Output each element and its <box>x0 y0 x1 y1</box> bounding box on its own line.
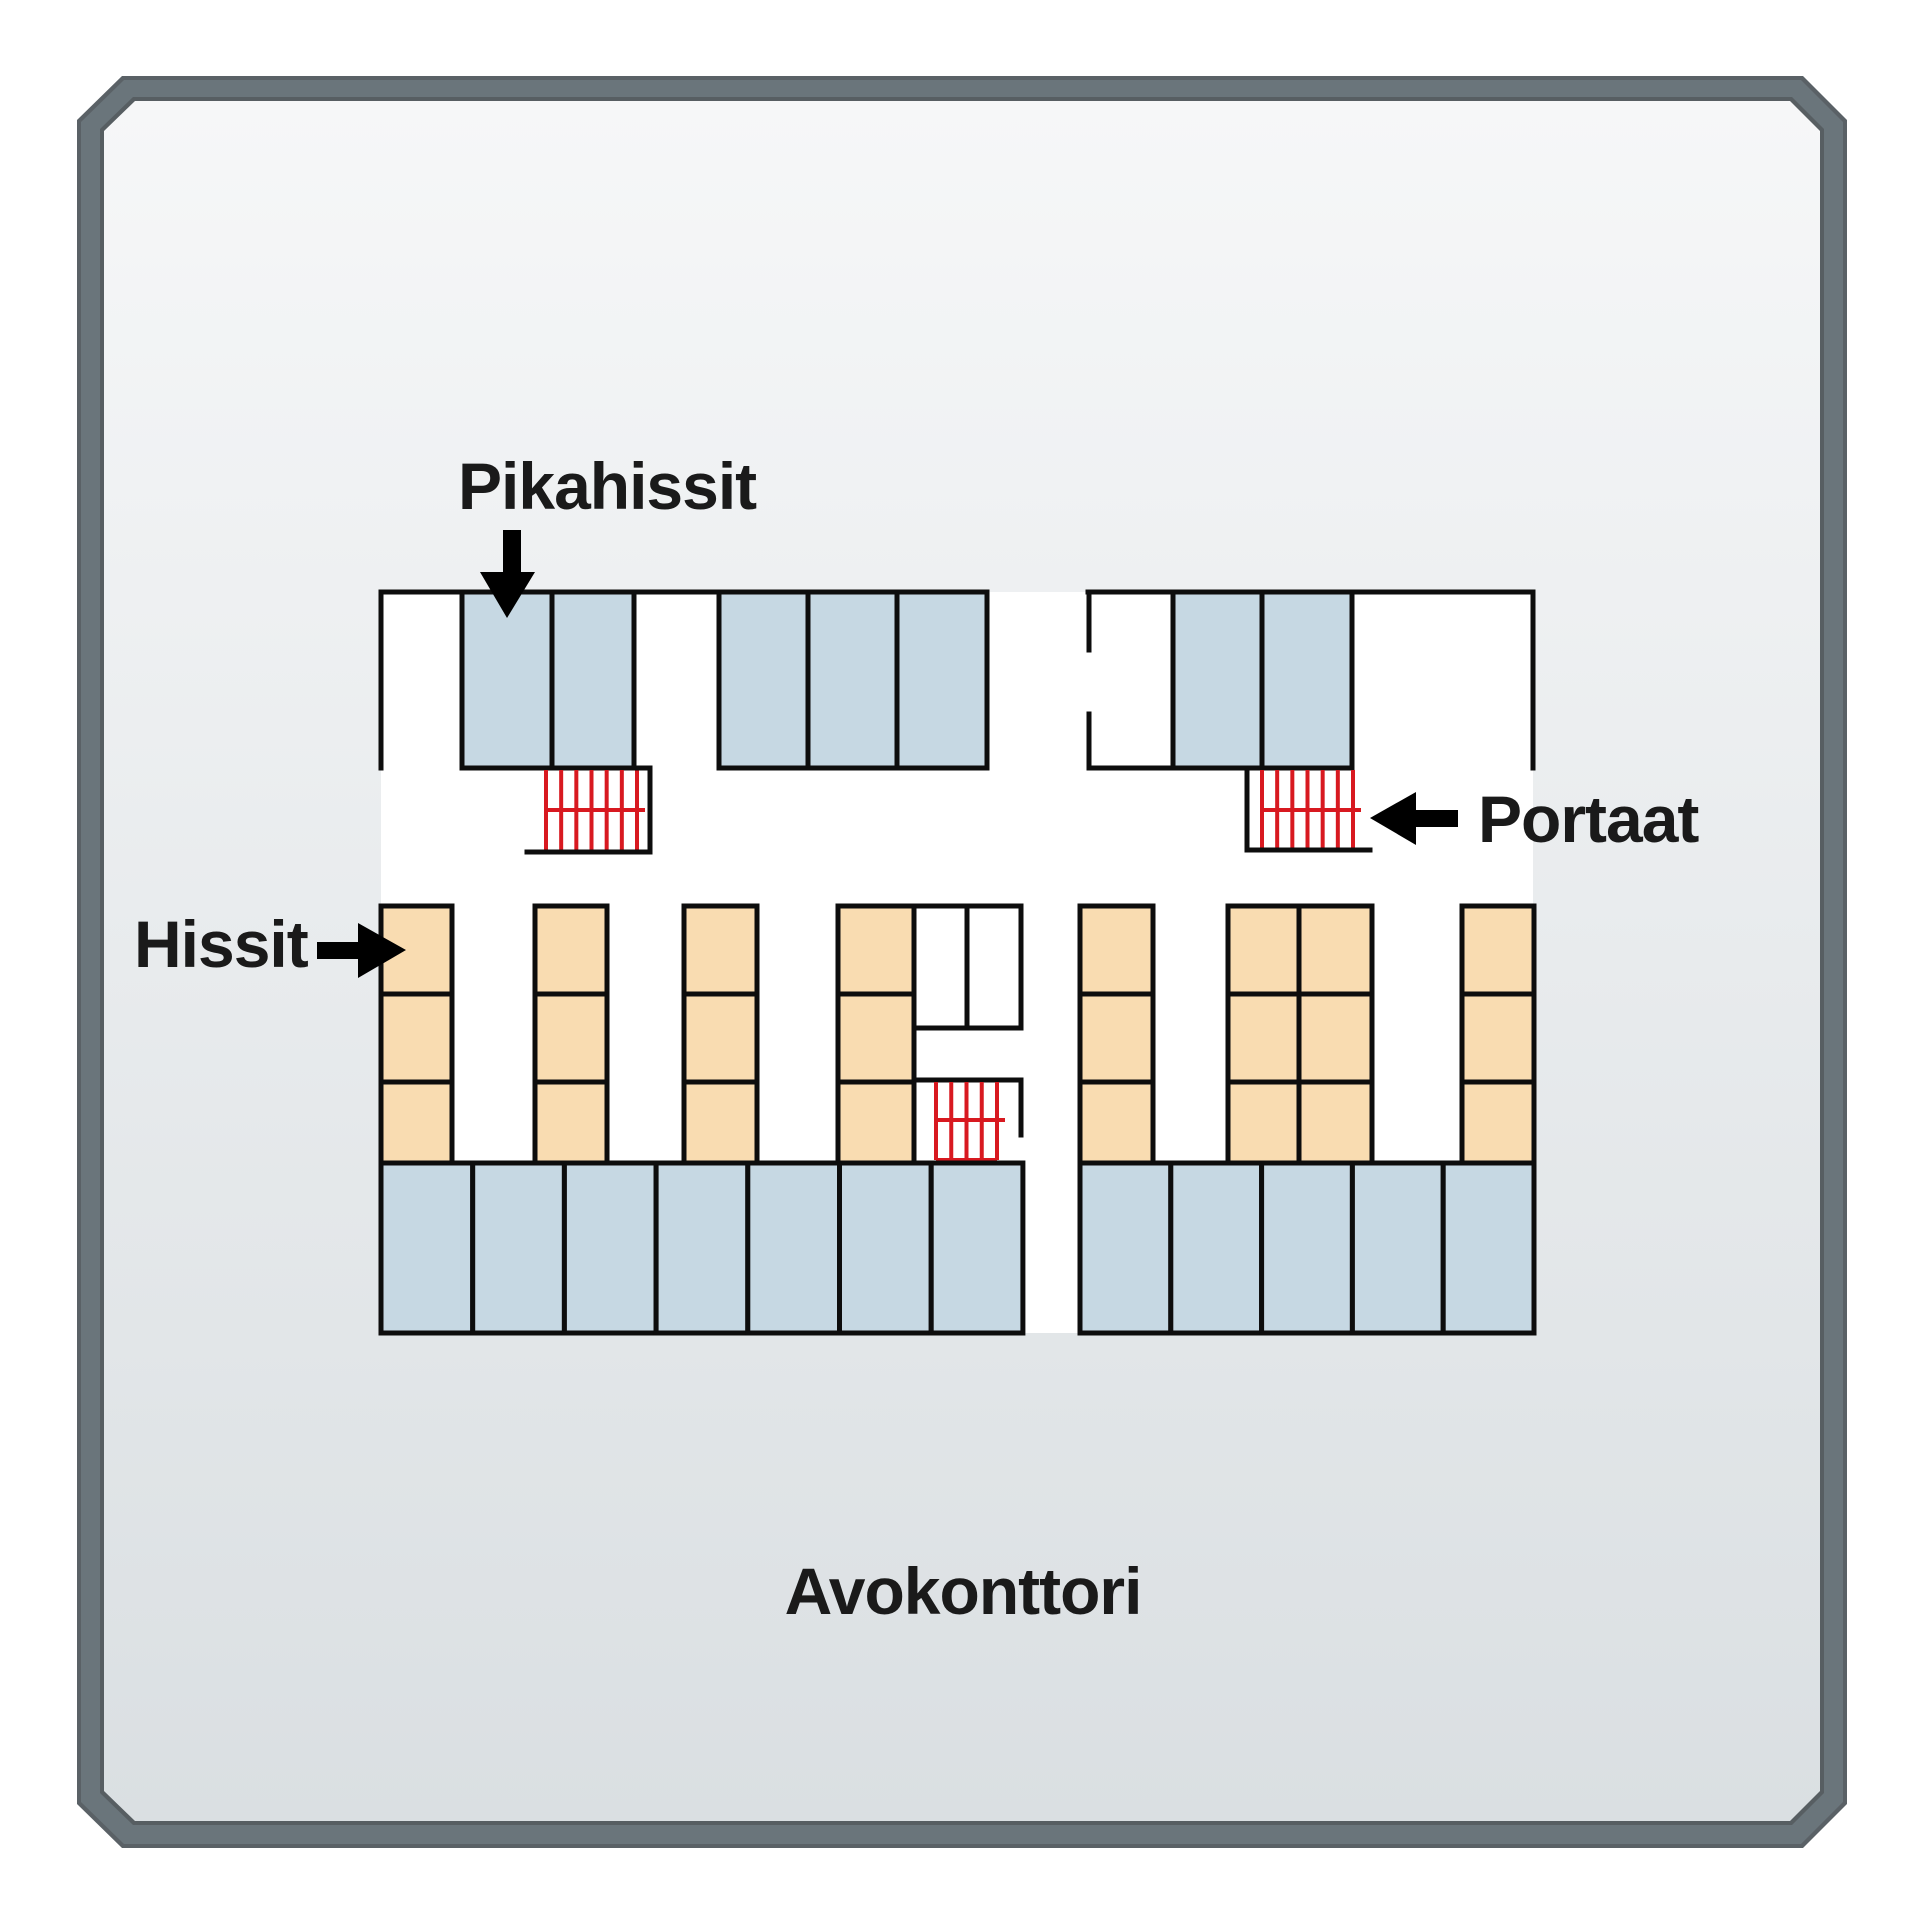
stair-wall <box>1244 765 1373 853</box>
shaft <box>1259 1160 1355 1336</box>
utility-room <box>911 903 970 1031</box>
elevator-car <box>835 991 917 1085</box>
elevator-car <box>1225 903 1302 997</box>
shaft <box>1440 1160 1537 1336</box>
elevator-car <box>1459 1079 1537 1166</box>
elevator-car <box>835 1079 917 1166</box>
utility-rooms <box>911 903 1024 1162</box>
express-shaft <box>1170 589 1265 771</box>
express-shaft <box>549 589 637 771</box>
elevator-car <box>1077 991 1156 1085</box>
elevator-car <box>532 1079 610 1166</box>
shaft <box>561 1160 659 1336</box>
portaat-arrow <box>1370 792 1458 845</box>
stairs-top-left <box>524 765 653 855</box>
express-shaft <box>805 589 900 771</box>
express-elevators-top-middle <box>716 589 990 771</box>
label-stairs: Portaat <box>1478 782 1699 856</box>
stair-treads <box>1260 770 1361 848</box>
stair-wall <box>524 765 653 855</box>
bottom-right-shafts <box>1077 1160 1537 1336</box>
elevator-car <box>1296 903 1375 997</box>
elevator-car <box>378 991 455 1085</box>
elevator-car <box>681 1079 760 1166</box>
elevator-columns <box>378 903 1537 1166</box>
elevator-car <box>1077 903 1156 997</box>
elevator-car <box>681 991 760 1085</box>
express-shaft <box>716 589 811 771</box>
elevator-car <box>1225 1079 1302 1166</box>
elevator-car <box>1296 991 1375 1085</box>
label-open-office: Avokonttori <box>785 1554 1142 1628</box>
bottom-left-shafts <box>378 1160 1026 1336</box>
right-wing-left-wall-lower <box>1086 711 1176 771</box>
shaft <box>1077 1160 1174 1336</box>
elevator-car <box>1077 1079 1156 1166</box>
arrow-shaft <box>317 942 362 959</box>
elevator-car <box>378 1079 455 1166</box>
elevator-car <box>532 903 610 997</box>
arrow-shaft <box>503 530 521 576</box>
shaft <box>1349 1160 1446 1336</box>
elevator-car <box>1459 903 1537 997</box>
arrow-shaft <box>1412 810 1458 827</box>
shaft <box>1168 1160 1265 1336</box>
elevator-car <box>1296 1079 1375 1166</box>
label-express-elevators: Pikahissit <box>458 449 757 523</box>
elevator-car <box>835 903 917 997</box>
shaft <box>653 1160 751 1336</box>
express-elevators-top-right <box>1170 589 1355 771</box>
express-shaft <box>1259 589 1355 771</box>
express-shaft <box>894 589 990 771</box>
express-elevators-top-left <box>459 589 637 771</box>
shaft <box>745 1160 842 1336</box>
arrow-left-icon <box>1370 792 1416 845</box>
stair-room-wall <box>911 1077 1024 1138</box>
label-elevators: Hissit <box>134 907 309 981</box>
shaft <box>837 1160 934 1336</box>
shaft <box>470 1160 567 1336</box>
pikahissit-arrow <box>480 530 535 618</box>
elevator-car <box>681 903 760 997</box>
elevator-car <box>1459 991 1537 1085</box>
arrow-right-icon <box>358 923 406 978</box>
stairs-center <box>934 1082 1005 1162</box>
shaft <box>378 1160 476 1336</box>
stairs-top-right <box>1244 765 1373 853</box>
stair-treads <box>544 770 645 850</box>
elevator-car <box>1225 991 1302 1085</box>
arrow-down-icon <box>480 572 535 618</box>
shaft <box>928 1160 1026 1336</box>
hissit-arrow <box>317 923 406 978</box>
utility-room <box>964 903 1024 1031</box>
express-shaft <box>459 589 555 771</box>
elevator-car <box>532 991 610 1085</box>
